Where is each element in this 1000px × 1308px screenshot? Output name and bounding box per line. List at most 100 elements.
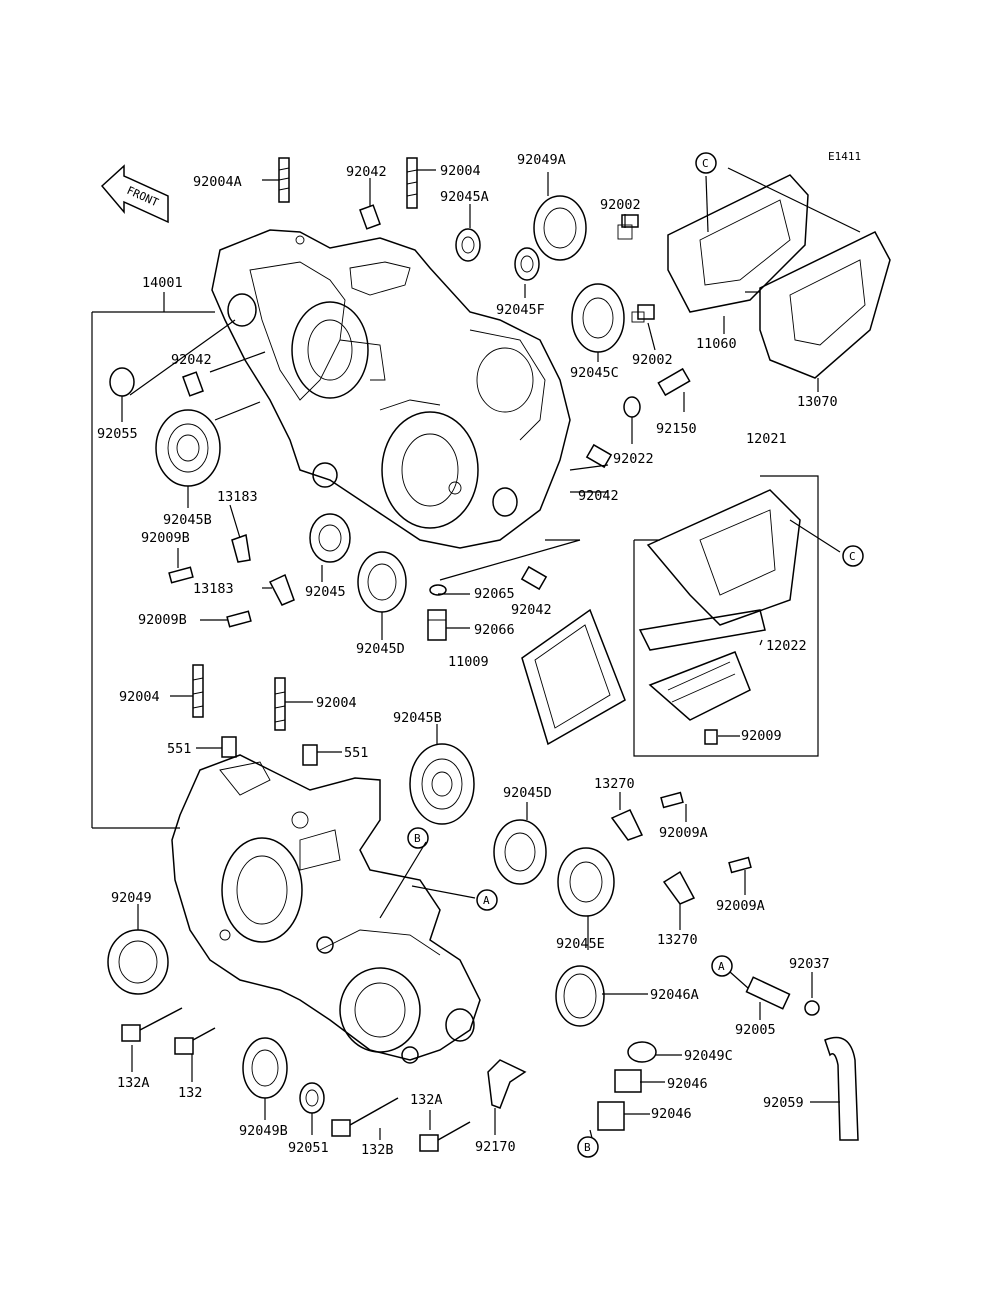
label-92042-mid: 92042 (578, 488, 619, 504)
bearing-92045C (571, 283, 625, 353)
seal-92049 (107, 929, 169, 995)
svg-text:C: C (849, 550, 856, 563)
hose-92059 (824, 1036, 859, 1141)
label-13070: 13070 (797, 394, 838, 410)
seal-92049A (533, 195, 587, 261)
bearing-92045F (514, 247, 540, 281)
washer-92065 (429, 584, 447, 596)
seal-92046A (555, 965, 605, 1027)
seal-92049B (242, 1037, 288, 1099)
front-arrow-icon: FRONT (100, 164, 169, 224)
label-92045B-low: 92045B (393, 710, 442, 726)
callout-b-case: B (407, 827, 429, 849)
callout-a-case: A (476, 889, 498, 911)
label-132: 132 (178, 1085, 202, 1101)
bolt-132 (174, 1027, 216, 1055)
bracket-13183-a (231, 533, 251, 563)
bracket-13183-b (268, 573, 295, 606)
label-92051: 92051 (288, 1140, 329, 1156)
callout-c-reed: C (842, 545, 864, 567)
label-92042-low: 92042 (511, 602, 552, 618)
callout-c-top: C (695, 152, 717, 174)
oring-92055 (109, 367, 135, 397)
label-551-b: 551 (344, 745, 368, 761)
label-92009: 92009 (741, 728, 782, 744)
label-92009A-a: 92009A (659, 825, 708, 841)
label-92049C: 92049C (684, 1048, 733, 1064)
label-13183-b: 13183 (193, 581, 234, 597)
label-11009: 11009 (448, 654, 489, 670)
svg-text:B: B (414, 832, 421, 845)
dowel-pins (182, 204, 613, 766)
part-labels: 92004A 92042 92004 92049A 92002 92045A 1… (97, 152, 838, 1158)
gasket-13070 (759, 231, 891, 379)
bearing-92045 (309, 513, 351, 563)
label-92005: 92005 (735, 1022, 776, 1038)
label-12021: 12021 (746, 431, 787, 447)
gasket-11060 (667, 174, 809, 313)
label-92066: 92066 (474, 622, 515, 638)
label-92002-mid: 92002 (632, 352, 673, 368)
lower-crankcase-half (171, 754, 481, 1064)
label-11060: 11060 (696, 336, 737, 352)
bearing-92045B-upper (155, 409, 221, 487)
bracket-13270-a (610, 809, 644, 841)
label-132A-a: 132A (117, 1075, 150, 1091)
bolt-92009A-b (728, 856, 752, 874)
label-92059: 92059 (763, 1095, 804, 1111)
caps-92049C-92046 (597, 1041, 657, 1131)
drain-bolt-92066 (427, 609, 447, 641)
label-132B: 132B (361, 1142, 394, 1158)
upper-crankcase-half (211, 229, 571, 549)
label-13270-b: 13270 (657, 932, 698, 948)
bolt-132B (331, 1097, 399, 1137)
label-92045A: 92045A (440, 189, 489, 205)
reed-valve-box (633, 475, 819, 757)
label-92045: 92045 (305, 584, 346, 600)
fitting-92150 (657, 367, 691, 397)
bolt-92009B-a (168, 566, 194, 584)
bolt-92009 (704, 729, 718, 745)
bearing-92051 (299, 1082, 325, 1114)
label-92049B: 92049B (239, 1123, 288, 1139)
bearing-92045E (557, 847, 615, 917)
bolt-92002-top (617, 214, 639, 240)
bolt-92009A-a (660, 791, 684, 809)
label-92045D-low: 92045D (503, 785, 552, 801)
label-92004-left: 92004 (119, 689, 160, 705)
label-92045B-top: 92045B (163, 512, 212, 528)
label-92037: 92037 (789, 956, 830, 972)
clamp-92170 (487, 1059, 527, 1109)
label-92022: 92022 (613, 451, 654, 467)
leader-lines (91, 167, 861, 1140)
label-92046-b: 92046 (651, 1106, 692, 1122)
label-92045E: 92045E (556, 936, 605, 952)
callout-b-cap: B (577, 1136, 599, 1158)
label-14001: 14001 (142, 275, 183, 291)
label-92045C: 92045C (570, 365, 619, 381)
svg-text:A: A (718, 960, 725, 973)
bearing-92045D-upper (357, 551, 407, 613)
svg-text:A: A (483, 894, 490, 907)
bearing-92045B-lower (409, 743, 475, 825)
label-92049: 92049 (111, 890, 152, 906)
gasket-11009 (521, 608, 626, 746)
stud-92004-mid (274, 677, 286, 731)
label-92045F: 92045F (496, 302, 545, 318)
label-92004-top: 92004 (440, 163, 481, 179)
label-92009A-b: 92009A (716, 898, 765, 914)
svg-text:B: B (584, 1141, 591, 1154)
label-92049A: 92049A (517, 152, 566, 168)
diagram-code: E1411 (828, 150, 861, 163)
bolt-132A-b (419, 1121, 471, 1152)
bearing-92045A (455, 228, 481, 262)
label-551-a: 551 (167, 741, 191, 757)
label-92150: 92150 (656, 421, 697, 437)
label-13183-a: 13183 (217, 489, 258, 505)
label-92004A: 92004A (193, 174, 242, 190)
bolt-132A-a (121, 1007, 183, 1042)
label-92045D-top: 92045D (356, 641, 405, 657)
label-12022: 12022 (766, 638, 807, 654)
washer-92022 (623, 396, 641, 418)
